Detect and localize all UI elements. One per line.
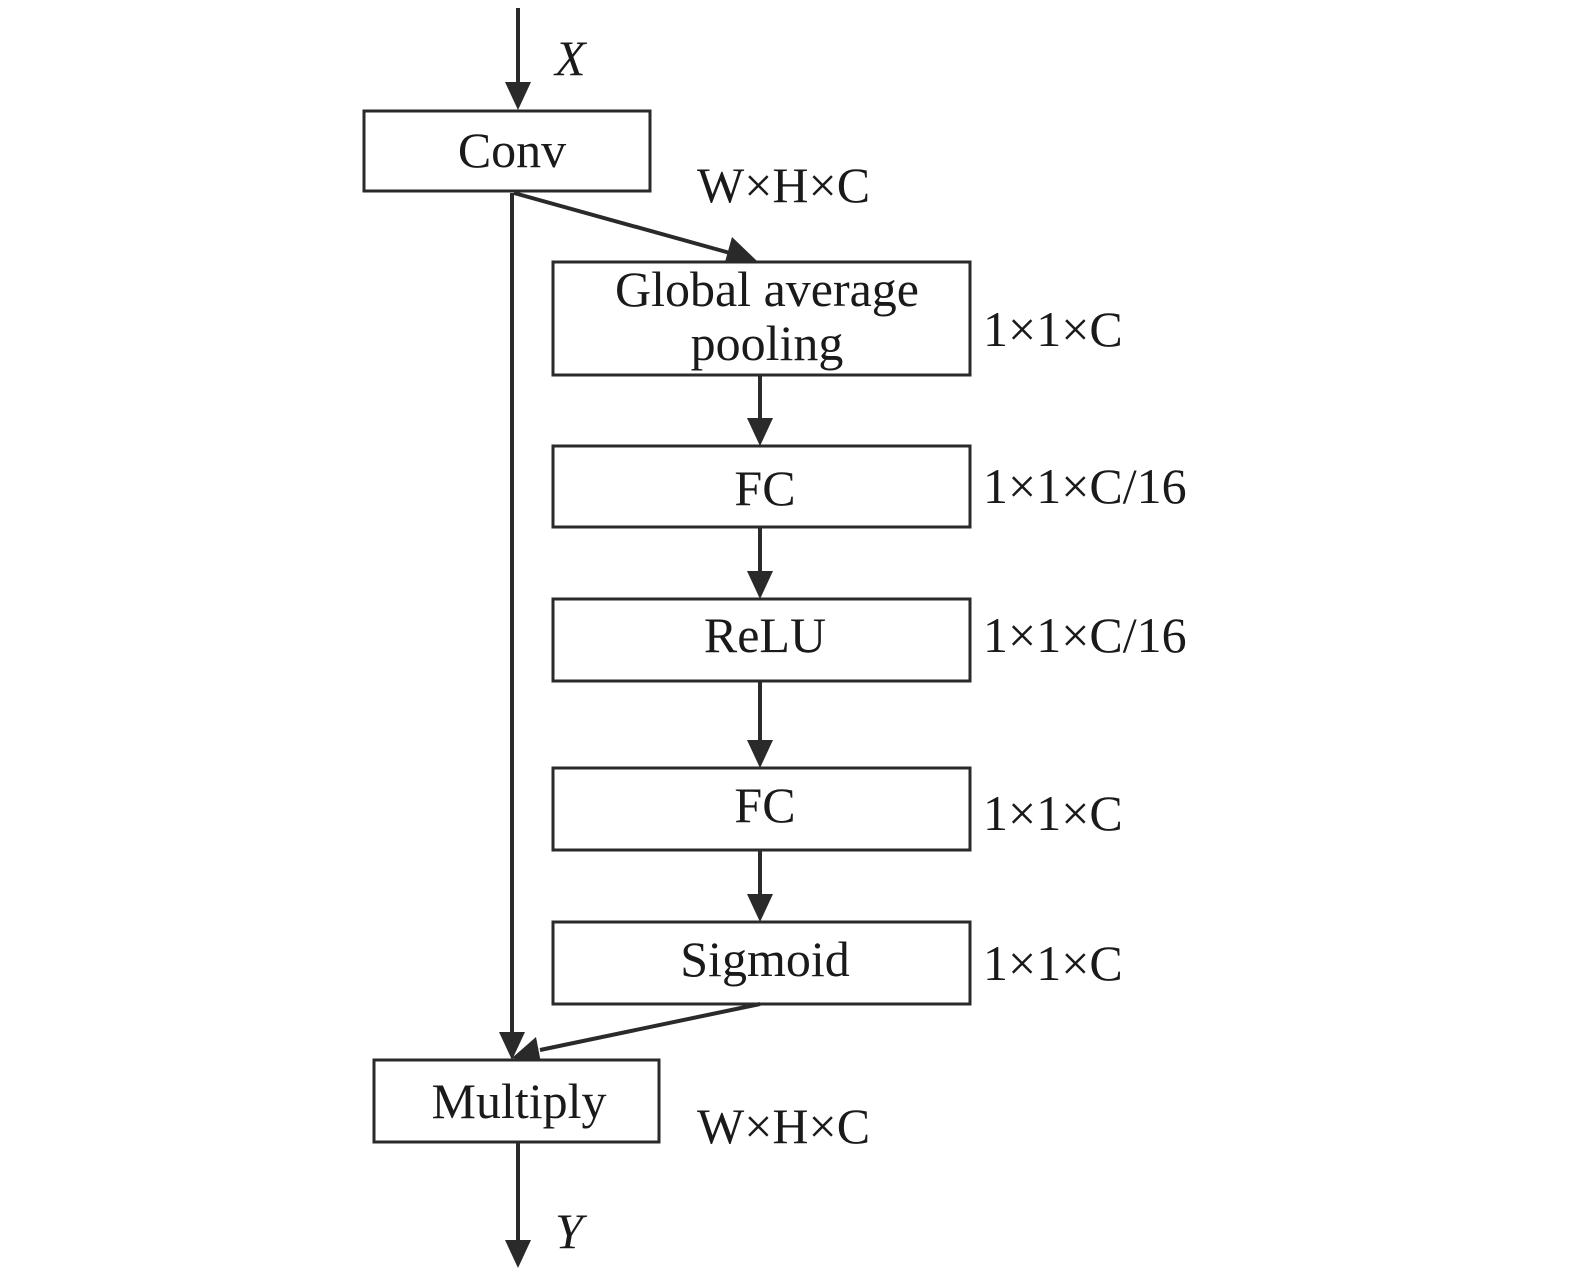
fc2-to-sigmoid-arrowhead: [747, 894, 773, 922]
input-arrowhead: [505, 82, 531, 110]
gap-label-line1: Global average: [615, 261, 919, 317]
multiply-block: [372, 1058, 661, 1144]
output-label: Y: [555, 1203, 588, 1259]
sigmoid-to-multiply-arrowhead: [512, 1037, 541, 1063]
fc1-block: [551, 444, 972, 529]
fc1-label: FC: [734, 460, 795, 516]
conv-label: Conv: [458, 122, 566, 178]
fc2-label: FC: [734, 777, 795, 833]
output-arrowhead: [505, 1240, 531, 1268]
gap-label-line2: pooling: [691, 315, 844, 371]
input-label: X: [553, 30, 588, 86]
fc2-dims: 1×1×C: [983, 785, 1123, 841]
fc1-to-relu-arrowhead: [747, 571, 773, 599]
sigmoid-block: [551, 920, 972, 1006]
multiply-label: Multiply: [431, 1073, 606, 1129]
fc1-dims: 1×1×C/16: [983, 458, 1187, 514]
sigmoid-dims: 1×1×C: [983, 935, 1123, 991]
relu-label: ReLU: [704, 607, 826, 663]
conv-to-gap-arrowhead: [725, 237, 757, 262]
sigmoid-to-multiply-arrow: [539, 1002, 761, 1052]
relu-dims: 1×1×C/16: [983, 607, 1187, 663]
conv-output-dims: W×H×C: [697, 157, 870, 213]
multiply-output-dims: W×H×C: [697, 1098, 870, 1154]
gap-to-fc1-arrowhead: [747, 418, 773, 446]
conv-block: [362, 109, 652, 193]
skip-connection-arrowhead: [499, 1032, 525, 1060]
conv-to-gap-arrow: [513, 191, 731, 255]
sigmoid-label: Sigmoid: [680, 931, 849, 987]
gap-dims: 1×1×C: [983, 301, 1123, 357]
relu-to-fc2-arrowhead: [747, 740, 773, 768]
fc2-block: [551, 766, 972, 852]
relu-block: [551, 597, 972, 683]
